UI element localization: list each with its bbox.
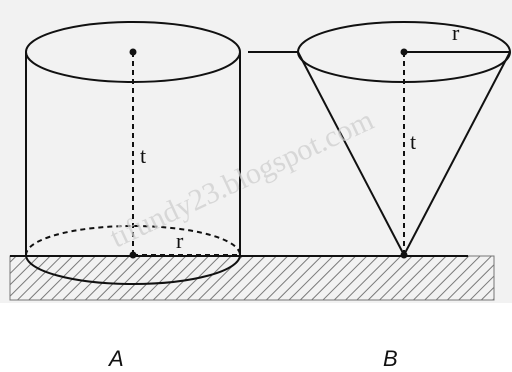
cylinder-height-label: t: [140, 143, 146, 168]
cylinder-base-front-edge: [25, 254, 241, 285]
cylinder-top-ellipse-upper: [25, 21, 241, 53]
cone-radius-label: r: [452, 20, 460, 45]
cylinder-figure: t r: [25, 21, 241, 285]
cylinder-radius-label: r: [176, 228, 184, 253]
cone-top-ellipse-upper: [297, 21, 511, 53]
cone-right-slant: [403, 51, 511, 256]
cone-figure: r t: [297, 20, 511, 259]
caption-b: B: [383, 346, 398, 371]
caption-a: A: [107, 346, 124, 371]
cylinder-base-back-edge: [25, 225, 241, 256]
ground-hatch: [10, 256, 494, 300]
cone-height-label: t: [410, 129, 416, 154]
cone-left-slant: [297, 51, 405, 256]
figure-background: [0, 0, 512, 303]
